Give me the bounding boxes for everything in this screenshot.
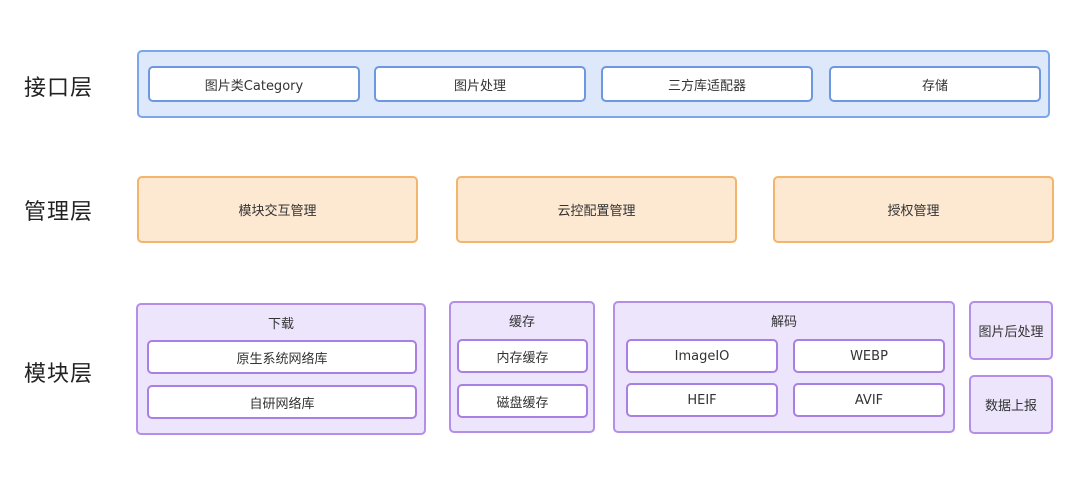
module-cache-title: 缓存: [508, 315, 535, 330]
module-layer-label: 模块层: [24, 362, 94, 387]
module-cache-disk: 磁盘缓存: [457, 384, 588, 418]
interface-item-third-party-adapter: 三方库适配器: [601, 66, 813, 102]
module-decode-imageio: ImageIO: [626, 339, 778, 373]
interface-item-storage: 存储: [829, 66, 1041, 102]
module-data-report: 数据上报: [969, 375, 1053, 434]
module-decode-heif: HEIF: [626, 383, 778, 417]
interface-layer-label: 接口层: [24, 76, 94, 101]
module-decode-avif: AVIF: [793, 383, 945, 417]
module-cache-memory: 内存缓存: [457, 339, 588, 373]
management-layer-label: 管理层: [24, 200, 94, 225]
management-item-authorization: 授权管理: [773, 176, 1054, 243]
interface-item-category: 图片类Category: [148, 66, 360, 102]
module-download-title: 下载: [267, 317, 294, 332]
module-download-custom-network: 自研网络库: [147, 385, 417, 419]
interface-item-image-processing: 图片处理: [374, 66, 586, 102]
management-item-cloud-config: 云控配置管理: [456, 176, 737, 243]
module-post-processing: 图片后处理: [969, 301, 1053, 360]
module-download-native-network: 原生系统网络库: [147, 340, 417, 374]
module-decode-title: 解码: [770, 315, 797, 330]
module-decode-webp: WEBP: [793, 339, 945, 373]
management-item-module-interaction: 模块交互管理: [137, 176, 418, 243]
